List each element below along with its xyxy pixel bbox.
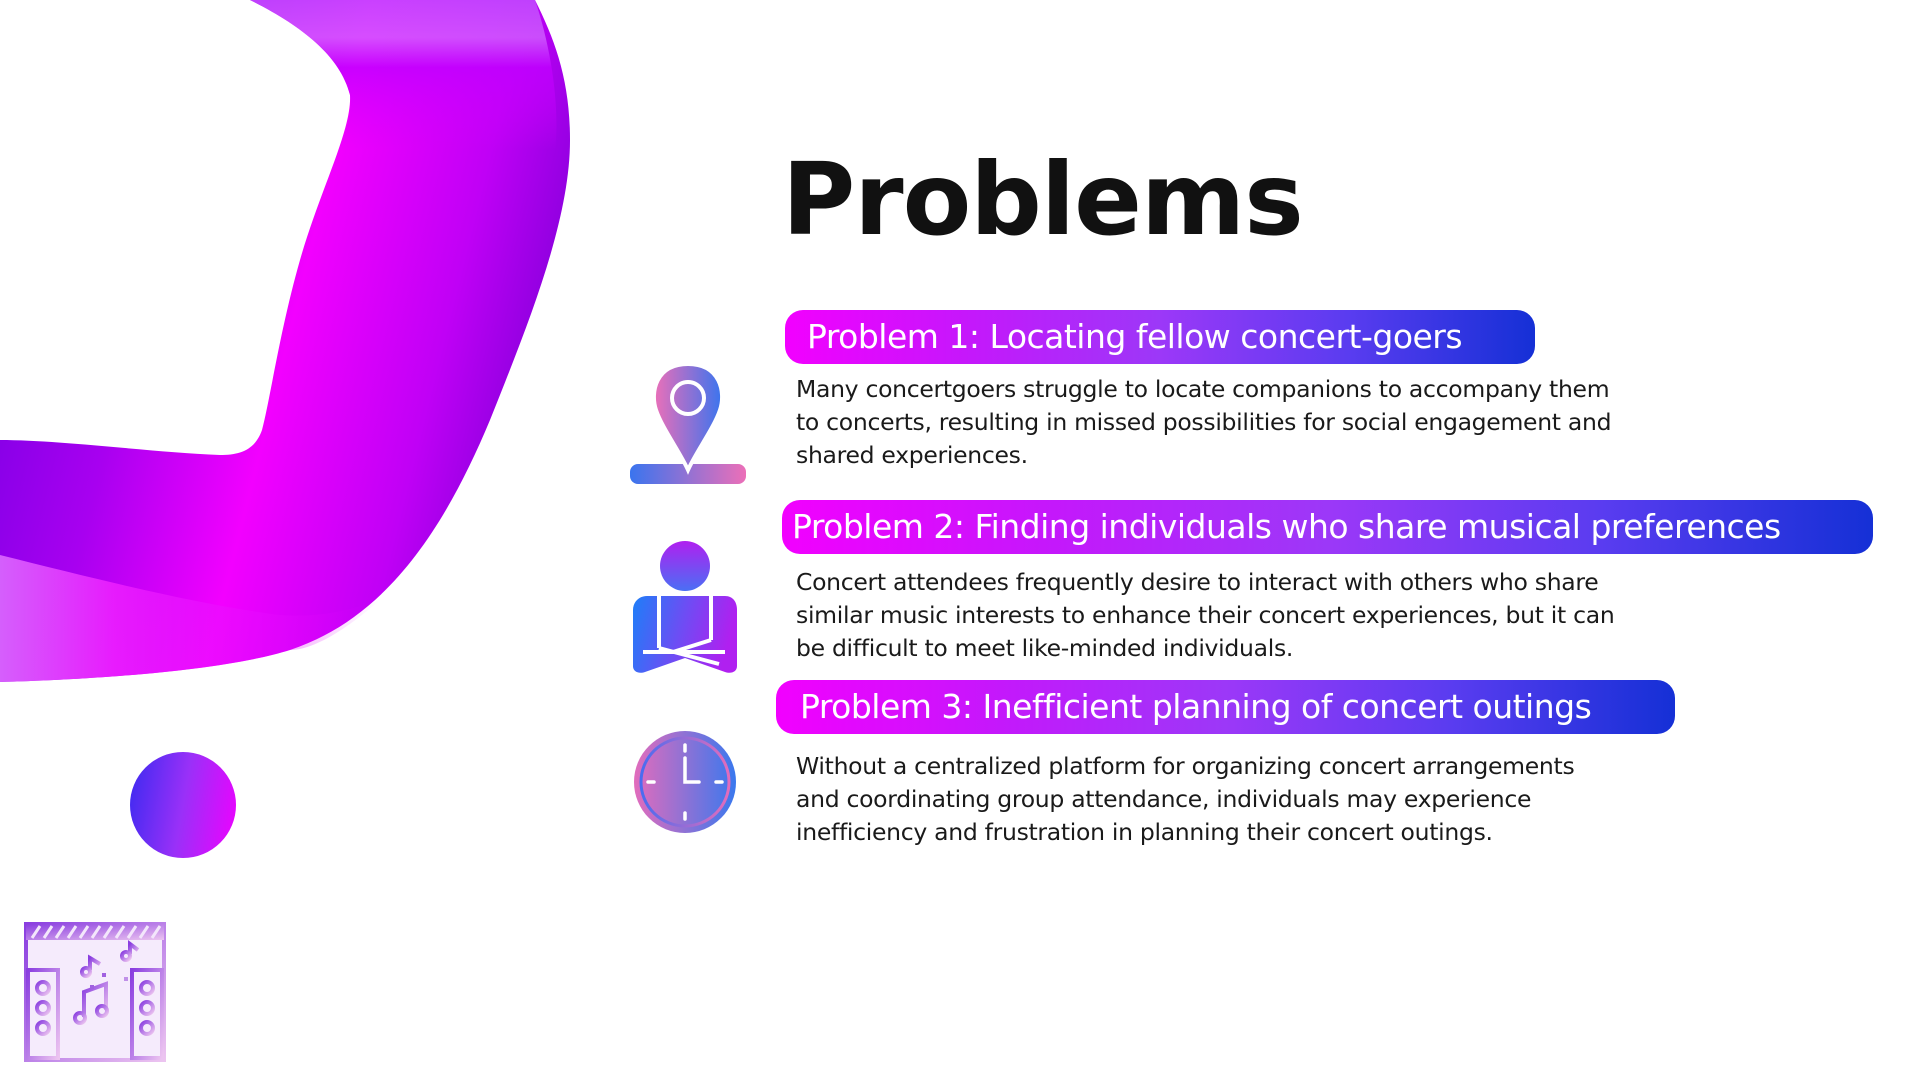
page-title: Problems bbox=[782, 141, 1304, 258]
problem-2-heading: Problem 2: Finding individuals who share… bbox=[782, 500, 1873, 554]
music-stage-icon bbox=[24, 922, 166, 1062]
description-line: inefficiency and frustration in planning… bbox=[796, 818, 1493, 846]
problem-2-description: Concert attendees frequently desire to i… bbox=[796, 566, 1696, 665]
description-line: Many concertgoers struggle to locate com… bbox=[796, 375, 1610, 403]
description-line: shared experiences. bbox=[796, 441, 1028, 469]
description-line: to concerts, resulting in missed possibi… bbox=[796, 408, 1612, 436]
map-pin-icon bbox=[630, 362, 746, 484]
description-line: be difficult to meet like-minded individ… bbox=[796, 634, 1294, 662]
person-icon bbox=[633, 541, 737, 673]
problem-1-description: Many concertgoers struggle to locate com… bbox=[796, 373, 1696, 472]
problem-3-heading: Problem 3: Inefficient planning of conce… bbox=[776, 680, 1675, 734]
problem-3-description: Without a centralized platform for organ… bbox=[796, 750, 1696, 849]
ribbon-decoration bbox=[0, 0, 570, 682]
problem-1-heading: Problem 1: Locating fellow concert-goers bbox=[785, 310, 1535, 364]
description-line: Concert attendees frequently desire to i… bbox=[796, 568, 1599, 596]
description-line: similar music interests to enhance their… bbox=[796, 601, 1615, 629]
gradient-circle-decoration bbox=[130, 752, 236, 858]
description-line: Without a centralized platform for organ… bbox=[796, 752, 1575, 780]
clock-icon bbox=[634, 731, 736, 833]
description-line: and coordinating group attendance, indiv… bbox=[796, 785, 1532, 813]
